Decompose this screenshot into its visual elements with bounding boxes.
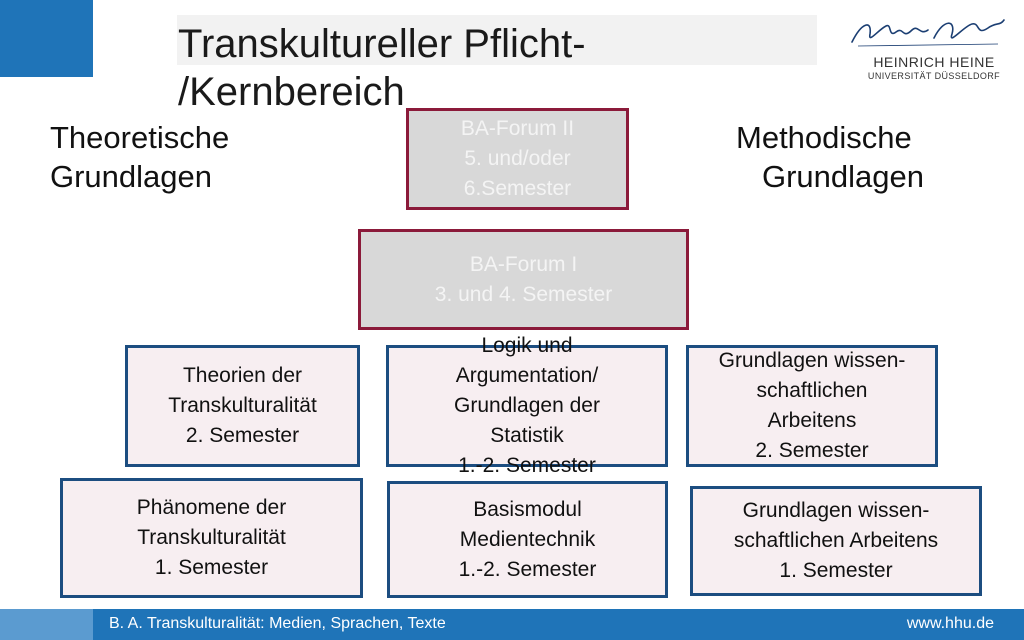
logo-name: HEINRICH HEINE (873, 54, 995, 70)
module-line: Transkulturalität (137, 526, 286, 549)
page-title: Transkultureller Pflicht- /Kernbereich (178, 22, 586, 114)
module-line: 1. Semester (779, 559, 893, 582)
footer-program: B. A. Transkulturalität: Medien, Sprache… (109, 615, 446, 632)
signature-icon (851, 19, 1005, 47)
university-logo: HEINRICH HEINE UNIVERSITÄT DÜSSELDORF (848, 12, 1008, 82)
module-ba-forum-2: BA-Forum II 5. und/oder 6.Semester (406, 108, 629, 210)
module-theorien: Theorien der Transkulturalität 2. Semest… (125, 345, 360, 467)
heading-methodical-line2: Grundlagen (762, 159, 925, 194)
module-grundlagen-arbeitens-1: Grundlagen wissen- schaftlichen Arbeiten… (690, 486, 982, 596)
module-line: Grundlagen der (454, 394, 600, 417)
module-logik: Logik und Argumentation/ Grundlagen der … (386, 334, 668, 477)
module-line: Theorien der (182, 364, 303, 387)
module-ba-forum-1: BA-Forum I 3. und 4. Semester (358, 229, 689, 330)
title-background (177, 15, 817, 65)
module-line: 6.Semester (463, 177, 572, 200)
module-line: Phänomene der (136, 496, 287, 519)
module-line: schaftlichen (756, 379, 868, 402)
module-line: 1.-2. Semester (458, 557, 597, 581)
module-line: Argumentation/ (455, 364, 599, 387)
footer-bar: B. A. Transkulturalität: Medien, Sprache… (0, 609, 1024, 640)
heading-methodical: Methodische Grundlagen (736, 118, 966, 196)
module-line: Medientechnik (459, 527, 596, 551)
footer-website-link[interactable]: www.hhu.de (906, 615, 994, 632)
module-line: Grundlagen wissen- (742, 499, 930, 522)
module-line: 3. und 4. Semester (434, 282, 613, 306)
module-line: Transkulturalität (168, 394, 317, 417)
module-grundlagen-arbeitens-2: Grundlagen wissen- schaftlichen Arbeiten… (686, 345, 938, 467)
module-line: Basismodul (473, 497, 582, 521)
module-line: 1. Semester (154, 556, 269, 579)
corner-accent-square (0, 0, 93, 77)
heading-methodical-line1: Methodische (736, 120, 912, 155)
module-basismodul: Basismodul Medientechnik 1.-2. Semester (387, 481, 668, 598)
module-line: Logik und (481, 334, 573, 357)
module-line: 2. Semester (185, 424, 300, 447)
module-line: 1.-2. Semester (458, 454, 596, 477)
module-line: 5. und/oder (464, 147, 571, 170)
heading-theoretical: Theoretische Grundlagen (50, 120, 230, 194)
module-line: 2. Semester (755, 439, 869, 462)
module-line: Grundlagen wissen- (718, 349, 906, 372)
module-line: schaftlichen Arbeitens (733, 529, 939, 552)
module-line: Arbeitens (767, 409, 857, 432)
module-line: BA-Forum II (460, 117, 575, 140)
logo-subtitle: UNIVERSITÄT DÜSSELDORF (867, 71, 1001, 81)
module-line: Statistik (490, 424, 564, 447)
module-line: BA-Forum I (469, 252, 578, 276)
footer-accent (0, 609, 93, 640)
module-phaenomene: Phänomene der Transkulturalität 1. Semes… (60, 478, 363, 598)
